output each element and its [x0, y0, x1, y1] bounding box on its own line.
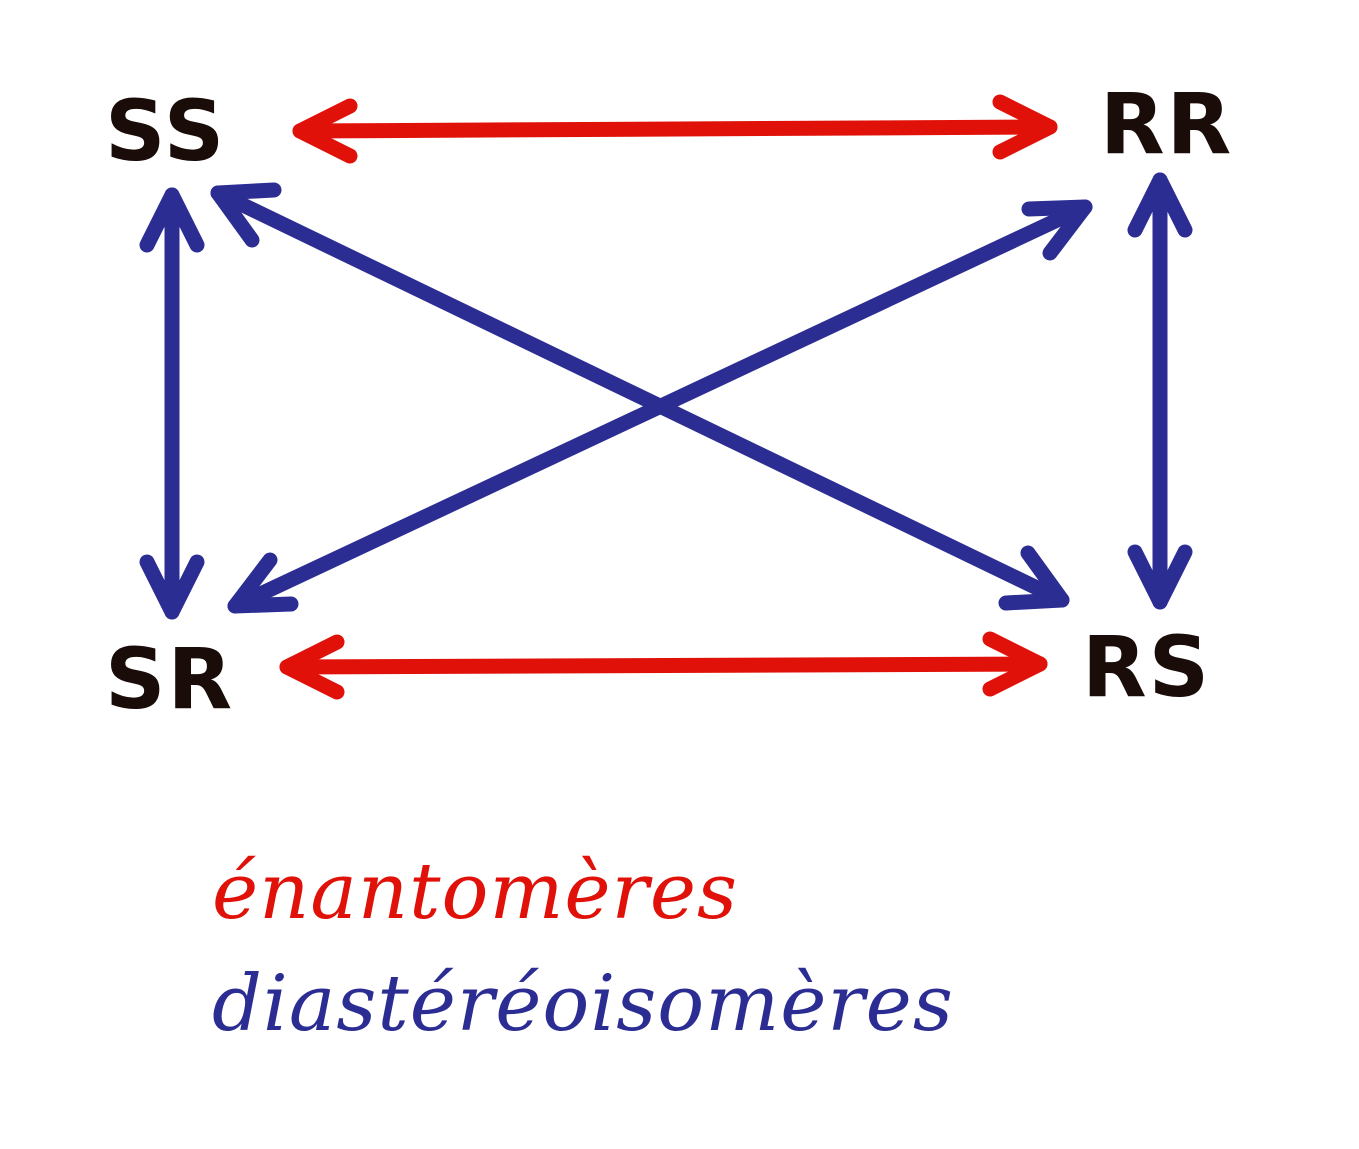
arrow-rr-sr: [227, 199, 1093, 614]
legend-enantiomers: énantomères: [212, 847, 738, 937]
node-sr-label: SR: [105, 630, 234, 728]
arrow-sr-rs: [279, 631, 1048, 700]
arrow-ss-sr: [139, 187, 205, 620]
node-rr-label: RR: [1100, 75, 1233, 173]
legend-diastereomers: diastéréoisomères: [212, 959, 954, 1049]
arrow-ss-rr: [292, 94, 1058, 164]
arrow-ss-rs: [210, 182, 1070, 611]
node-rs-label: RS: [1082, 618, 1211, 716]
arrow-rr-rs: [1127, 172, 1193, 610]
node-ss-label: SS: [105, 82, 226, 180]
